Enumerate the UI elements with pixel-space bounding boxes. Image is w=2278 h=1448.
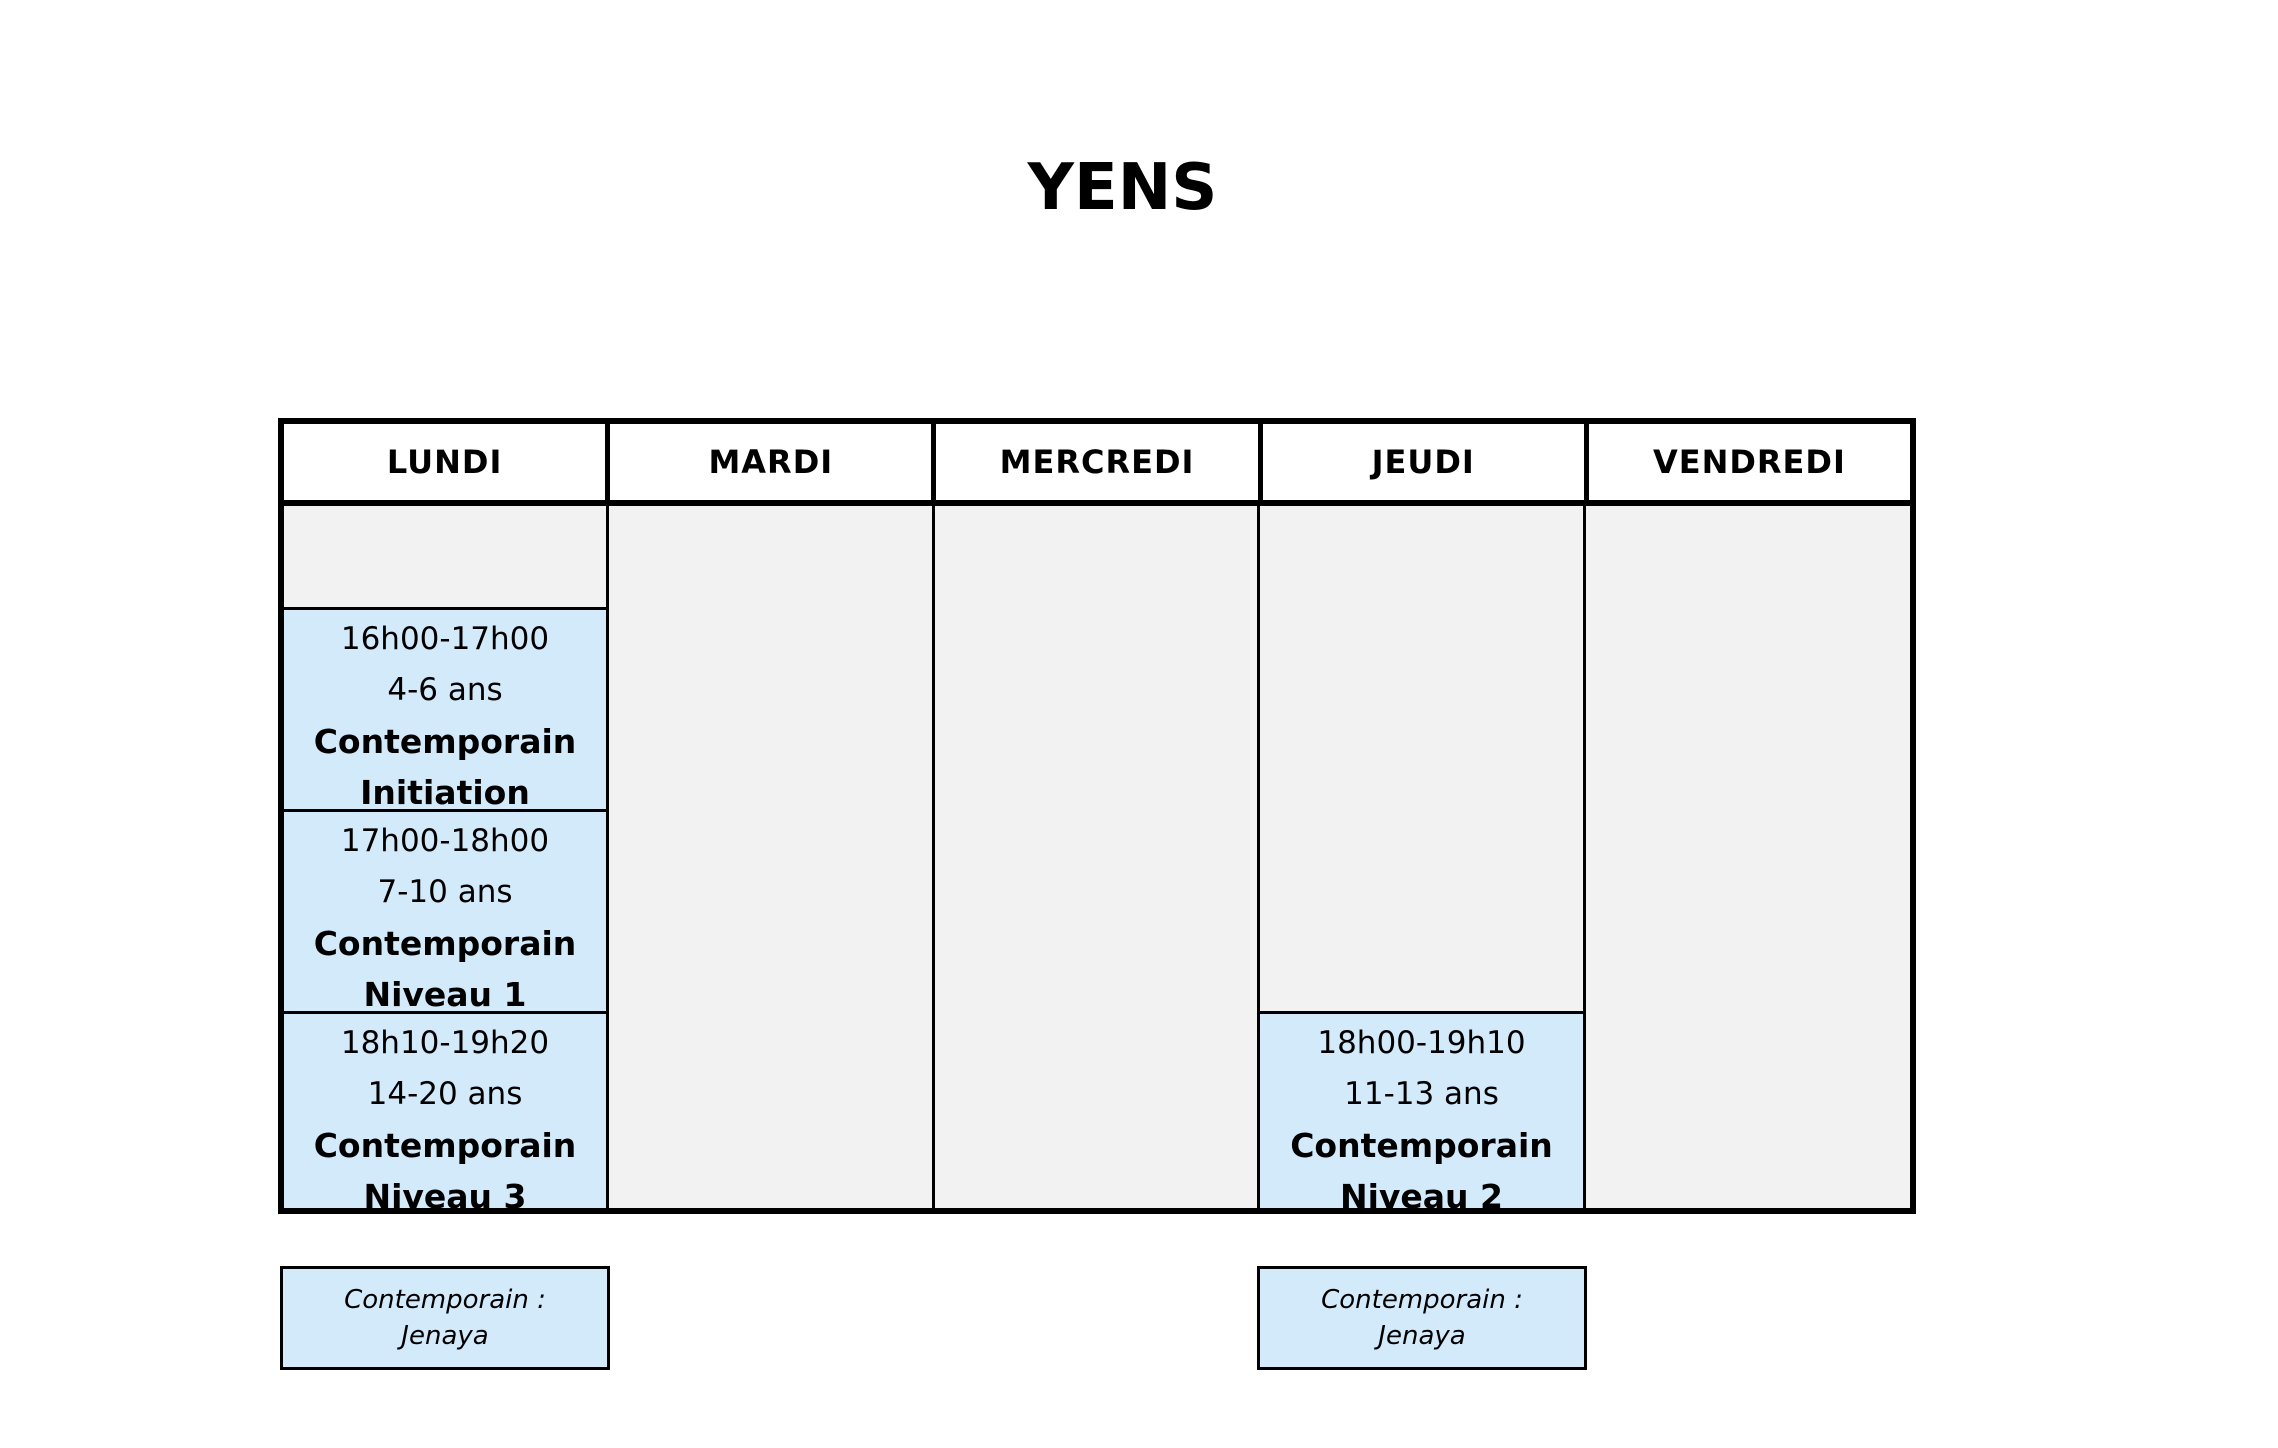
lesson-age: 7-10 ans [377, 874, 513, 910]
lesson-style: Contemporain [313, 924, 577, 963]
lesson-age: 11-13 ans [1344, 1076, 1499, 1112]
lesson-time: 16h00-17h00 [340, 621, 550, 657]
teacher-name: Jenaya [401, 1321, 489, 1351]
column-divider [606, 506, 609, 1208]
teacher-style: Contemporain : [1321, 1285, 1523, 1315]
lesson-age: 14-20 ans [367, 1076, 523, 1112]
lesson-jeudi-niveau-2[interactable]: 18h00-19h10 11-13 ans Contemporain Nivea… [1260, 1011, 1583, 1216]
lesson-lundi-niveau-3[interactable]: 18h10-19h20 14-20 ans Contemporain Nivea… [284, 1011, 606, 1216]
teacher-box-jeudi: Contemporain : Jenaya [1257, 1266, 1587, 1370]
teacher-style: Contemporain : [344, 1285, 546, 1315]
day-header-jeudi: JEUDI [1263, 424, 1589, 500]
column-divider [932, 506, 935, 1208]
day-header-row: LUNDI MARDI MERCREDI JEUDI VENDREDI [284, 424, 1910, 506]
lesson-style: Contemporain [313, 1126, 577, 1165]
teacher-name: Jenaya [1378, 1321, 1466, 1351]
lesson-style: Contemporain [313, 722, 577, 761]
column-divider [1257, 506, 1260, 1208]
lesson-style: Contemporain [1290, 1126, 1553, 1165]
day-header-mercredi: MERCREDI [936, 424, 1263, 500]
day-header-vendredi: VENDREDI [1652, 443, 1846, 481]
lesson-level: Niveau 2 [1339, 1177, 1504, 1216]
lesson-level: Niveau 1 [363, 975, 527, 1014]
lesson-lundi-initiation[interactable]: 16h00-17h00 4-6 ans Contemporain Initiat… [284, 607, 606, 812]
lesson-lundi-niveau-1[interactable]: 17h00-18h00 7-10 ans Contemporain Niveau… [284, 809, 606, 1014]
day-header-mardi: MARDI [610, 424, 937, 500]
lesson-time: 17h00-18h00 [340, 823, 550, 859]
teacher-box-lundi: Contemporain : Jenaya [280, 1266, 610, 1370]
lesson-age: 4-6 ans [387, 672, 503, 708]
lesson-time: 18h00-19h10 [1317, 1025, 1526, 1061]
lesson-time: 18h10-19h20 [340, 1025, 550, 1061]
day-header-lundi: LUNDI [284, 424, 611, 500]
column-divider [1583, 506, 1586, 1208]
page-title: YENS [1027, 151, 1218, 225]
lesson-level: Initiation [360, 773, 530, 812]
schedule-table: LUNDI MARDI MERCREDI JEUDI VENDREDI 16h0… [278, 418, 1916, 1216]
lesson-level: Niveau 3 [363, 1177, 527, 1216]
